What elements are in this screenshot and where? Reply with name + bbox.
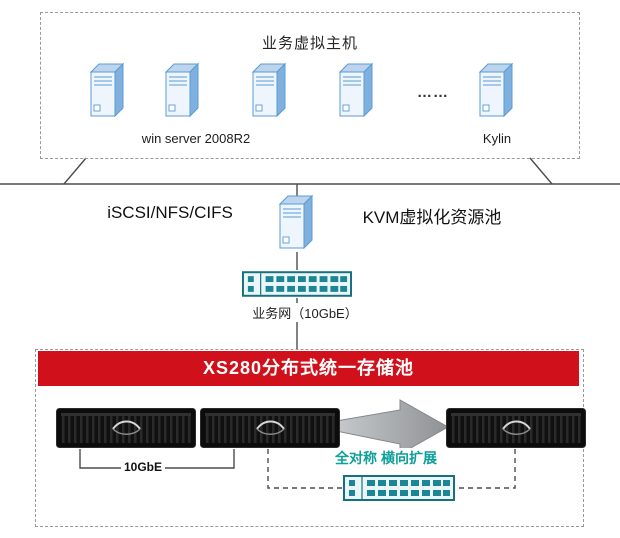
business-network-label: 业务网（10GbE） — [248, 303, 362, 322]
server-icon — [248, 60, 292, 120]
server-icon — [161, 60, 205, 120]
server-icon — [475, 60, 519, 120]
kvm-pool-label: KVM虚拟化资源池 — [362, 208, 502, 227]
scale-out-label: 全对称 横向扩展 — [332, 448, 440, 468]
kvm-server-icon — [275, 192, 319, 252]
storage-array-icon — [200, 408, 340, 448]
server-icon — [86, 60, 130, 120]
kylin-label: Kylin — [482, 131, 512, 146]
winserver-label: win server 2008R2 — [141, 131, 251, 146]
hosts-ellipsis: …… — [417, 84, 449, 101]
link-speed-label: 10GbE — [120, 460, 166, 474]
host-pool-box — [40, 12, 580, 159]
storage-array-icon — [56, 408, 196, 448]
storage-pool-banner: XS280分布式统一存储池 — [38, 351, 579, 386]
host-pool-title: 业务虚拟主机 — [261, 35, 359, 52]
server-icon — [335, 60, 379, 120]
business-switch-icon — [242, 270, 352, 298]
protocols-label: iSCSI/NFS/CIFS — [107, 203, 233, 222]
storage-array-icon — [446, 408, 586, 448]
storage-switch-icon — [343, 475, 455, 501]
